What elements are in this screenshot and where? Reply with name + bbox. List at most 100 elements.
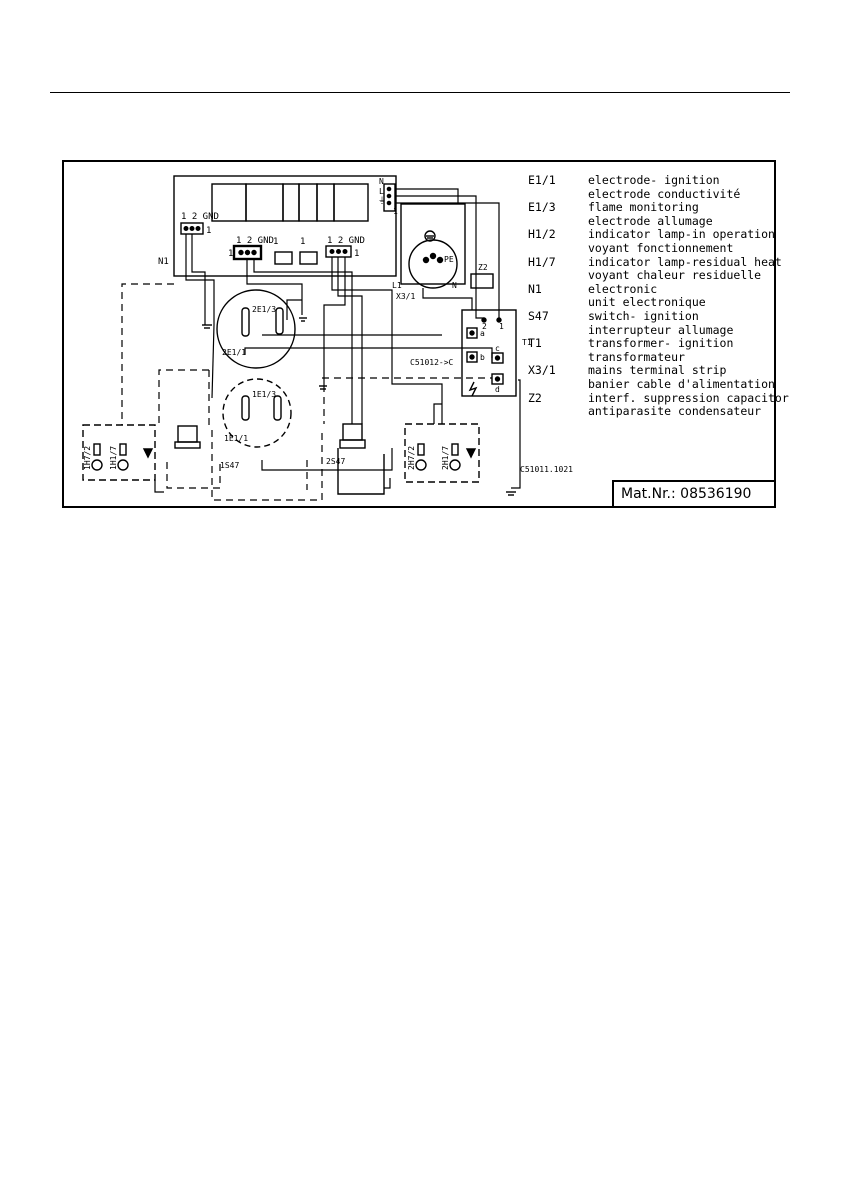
- legend-text: banier cable d'alimentation: [588, 376, 775, 391]
- legend-row: S47 switch- ignition: [528, 308, 773, 324]
- legend-code: [528, 296, 588, 310]
- legend-row: banier cable d'alimentation: [528, 376, 775, 392]
- label-t1-b: b: [480, 353, 485, 362]
- n1-connector-left: [180, 222, 204, 235]
- legend-row: voyant fonctionnement: [528, 240, 773, 256]
- label-1s47: 1S47: [220, 461, 239, 470]
- legend-text: unit electronique: [588, 295, 706, 310]
- legend-code: E1/3: [528, 200, 556, 215]
- label-l1: L1: [392, 281, 402, 290]
- legend-code: [528, 188, 588, 202]
- n1-connector-mid: [232, 244, 263, 261]
- legend-text: indicator lamp-residual heat: [588, 254, 782, 269]
- legend-code: E1/1: [528, 173, 556, 187]
- legend-text: interf. suppression capacitor: [588, 390, 789, 405]
- wiring-diagram: N1 1 2 GND 1 1 2 GND 1 1 2 GND 1 1 1 N L…: [82, 175, 573, 501]
- legend-code: [528, 269, 588, 283]
- legend-text: transformer- ignition: [588, 336, 734, 351]
- label-n1: N1: [158, 257, 169, 267]
- legend-row: transformateur: [528, 349, 773, 365]
- legend-row: voyant chaleur residuelle: [528, 269, 773, 283]
- legend-row: Z2 interf. suppression capacitor: [528, 390, 789, 406]
- legend-code: X3/1: [528, 363, 556, 378]
- label-e2-11: 2E1/1: [222, 348, 246, 357]
- legend-text: mains terminal strip: [588, 363, 727, 378]
- diagram-frame: [62, 160, 776, 508]
- legend-text: antiparasite condensateur: [588, 404, 762, 419]
- label-mains-gnd: ⏚: [378, 196, 386, 205]
- legend-text: switch- ignition: [588, 308, 699, 323]
- legend-text: electrode- ignition: [588, 173, 720, 187]
- legend-row: antiparasite condensateur: [528, 404, 773, 419]
- label-2s47: 2S47: [326, 457, 345, 466]
- switch-1s47: [177, 425, 198, 443]
- earth-symbol: [424, 230, 436, 242]
- label-t1-a: a: [480, 329, 485, 338]
- label-e1-11: 1E1/1: [224, 434, 248, 443]
- legend-code: [528, 378, 588, 392]
- label-n1-relay2: 1: [300, 237, 305, 247]
- z2-capacitor: [470, 273, 494, 289]
- legend-code: [528, 324, 588, 338]
- label-n1-relay1: 1: [273, 237, 278, 247]
- switch-2s47: [342, 423, 363, 441]
- label-c51011: C51011.1021: [520, 465, 573, 474]
- legend-code: Z2: [528, 390, 542, 405]
- electrode-1-circle: [222, 378, 292, 448]
- legend-row: unit electronique: [528, 296, 773, 310]
- legend-code: T1: [528, 336, 542, 351]
- label-t1-d: d: [495, 385, 500, 394]
- label-1h72: 1H7/2: [83, 446, 92, 470]
- n1-relay-2: [299, 251, 318, 265]
- label-2h17: 2H1/7: [441, 446, 450, 470]
- label-n1-conn-mid: 1 2 GND: [236, 236, 274, 246]
- legend-row: T1 transformer- ignition: [528, 337, 773, 351]
- legend-code: [528, 405, 588, 419]
- legend-text: voyant chaleur residuelle: [588, 268, 762, 283]
- label-n: N: [452, 281, 457, 290]
- label-t1-c: c: [495, 344, 500, 353]
- header-rule: [50, 92, 790, 93]
- label-2h72: 2H7/2: [407, 446, 416, 470]
- label-e1-13: 1E1/3: [252, 390, 276, 399]
- legend-code: S47: [528, 308, 549, 323]
- legend-code: [528, 242, 588, 256]
- t1-transformer: [461, 309, 517, 397]
- legend-text: electrode conductivité: [588, 186, 741, 201]
- n1-unit: [173, 175, 397, 277]
- n1-relay-1: [274, 251, 293, 265]
- label-t1-2: 2: [482, 322, 487, 331]
- legend-text: transformateur: [588, 349, 685, 364]
- legend-text: indicator lamp-in operation: [588, 227, 775, 242]
- lamp-group-1: [82, 424, 156, 481]
- legend-text: voyant fonctionnement: [588, 240, 734, 255]
- legend-row: interrupteur allumage: [528, 323, 773, 338]
- legend-code: H1/7: [528, 254, 556, 269]
- legend-code: N1: [528, 281, 542, 296]
- legend-row: N1 electronic: [528, 281, 773, 297]
- label-c51012: C51012->C: [410, 358, 454, 367]
- wires: [154, 188, 521, 493]
- legend-row: electrode allumage: [528, 213, 773, 229]
- label-mains-1: 1: [393, 207, 398, 216]
- legend-text: electrode allumage: [588, 213, 713, 228]
- material-number: Mat.Nr.: 08536190: [612, 480, 776, 508]
- label-n1-conn-mid-pin: 1: [228, 249, 233, 259]
- label-x31: X3/1: [396, 292, 415, 301]
- label-n1-conn-right-pin: 1: [354, 249, 359, 259]
- legend-code: [528, 351, 588, 365]
- legend-row: electrode conductivité: [528, 186, 773, 202]
- n1-relay-blocks: [211, 183, 369, 222]
- label-mains-n: N: [379, 177, 384, 186]
- label-e2-13: 2E1/3: [252, 305, 276, 314]
- label-t1: T1: [522, 338, 532, 347]
- n1-connector-right: [325, 245, 352, 258]
- mains-connector: [383, 183, 396, 212]
- legend-code: [528, 215, 588, 229]
- label-t1-1: 1: [499, 322, 504, 331]
- legend-text: electronic: [588, 281, 658, 296]
- label-1h17: 1H1/7: [109, 446, 118, 470]
